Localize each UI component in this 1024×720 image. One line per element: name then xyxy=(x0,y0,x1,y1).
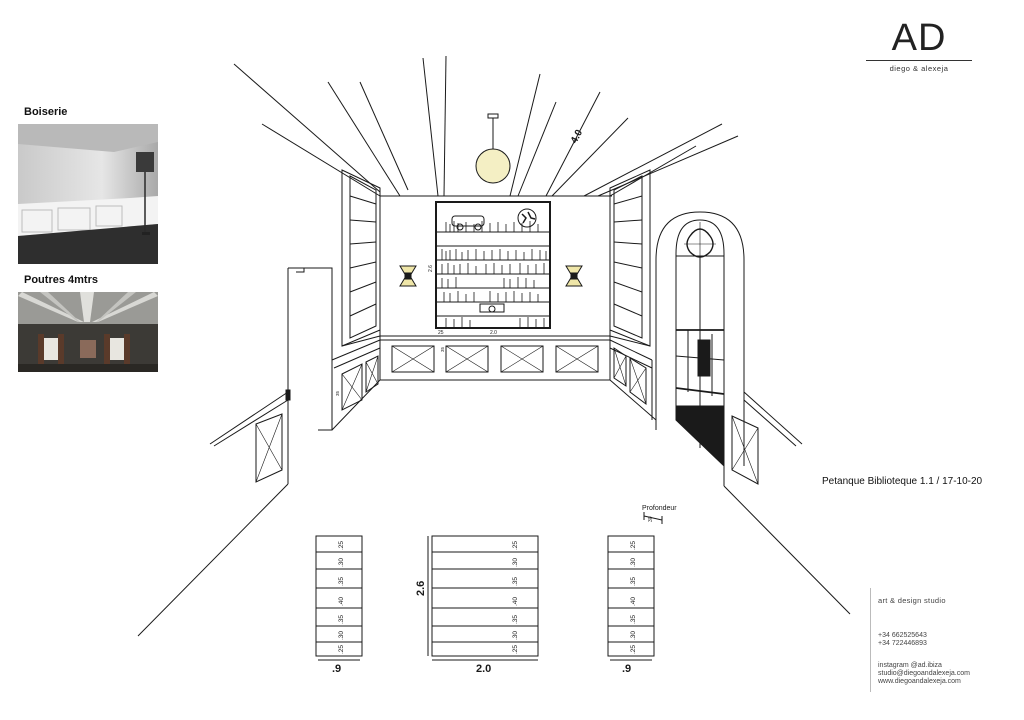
brand-divider xyxy=(866,60,972,61)
svg-text:.30: .30 xyxy=(512,558,519,567)
left-side-bookcase xyxy=(341,169,381,347)
svg-text:.30: .30 xyxy=(512,631,519,640)
svg-text:.25: .25 xyxy=(630,645,637,654)
elevation-center-height: 2.6 xyxy=(415,581,427,596)
studio-tagline: art & design studio xyxy=(878,596,946,605)
reference-photo-poutres xyxy=(18,292,158,372)
right-arched-door xyxy=(655,211,745,468)
depth-value: 30 xyxy=(648,516,654,522)
elevation-center-width: 2.0 xyxy=(476,663,491,675)
elevation-left-width: .9 xyxy=(332,663,341,675)
depth-marker xyxy=(643,512,663,524)
svg-text:.35: .35 xyxy=(512,577,519,586)
right-side-wall xyxy=(723,391,851,615)
svg-text:.30: .30 xyxy=(338,631,345,640)
elevation-left xyxy=(315,535,363,661)
reference-photo-boiserie xyxy=(18,124,158,264)
elevation-center-labels: .25 .30 .35 .40 .35 .30 .25 xyxy=(512,541,519,654)
svg-text:.35: .35 xyxy=(630,577,637,586)
svg-text:.25: .25 xyxy=(512,645,519,654)
svg-text:.25: .25 xyxy=(630,541,637,550)
brand-logo: AD diego & alexeja xyxy=(866,18,972,73)
ceiling-height-dim: 4.0 xyxy=(569,128,585,146)
shelf-height-dim: 2.6 xyxy=(428,265,434,272)
left-wainscot xyxy=(318,339,381,431)
project-caption: Petanque Biblioteque 1.1 / 17-10-20 xyxy=(822,476,983,487)
svg-text:.40: .40 xyxy=(512,597,519,606)
elevation-right xyxy=(607,535,655,661)
back-bookshelf xyxy=(435,201,551,329)
studio-phone-1: +34 662525643 xyxy=(878,632,927,639)
shelf-width-dim: 2.0 xyxy=(490,330,497,336)
brand-subtitle: diego & alexeja xyxy=(889,64,949,73)
elevation-right-labels: .25 .30 .35 .40 .35 .30 .25 xyxy=(630,541,637,654)
pendant-lamp xyxy=(475,113,511,184)
svg-text:.25: .25 xyxy=(338,541,345,550)
left-wainscot-dim: 35 xyxy=(335,390,340,396)
back-wainscot-panels xyxy=(391,345,599,373)
svg-text:.40: .40 xyxy=(338,597,345,606)
left-opening xyxy=(137,267,333,637)
svg-text:.40: .40 xyxy=(630,597,637,606)
svg-text:.30: .30 xyxy=(338,558,345,567)
elevation-left-labels: .25 .30 .35 .40 .35 .30 .25 xyxy=(338,541,345,654)
right-wainscot xyxy=(609,339,657,421)
elevation-right-width: .9 xyxy=(622,663,631,675)
ceiling-beams xyxy=(233,55,739,197)
svg-text:.30: .30 xyxy=(630,558,637,567)
svg-text:.35: .35 xyxy=(338,615,345,624)
svg-text:.35: .35 xyxy=(338,577,345,586)
reference-label-poutres: Poutres 4mtrs xyxy=(24,274,98,286)
reference-label-boiserie: Boiserie xyxy=(24,106,68,118)
studio-instagram: instagram @ad.ibiza xyxy=(878,662,942,669)
svg-text:.30: .30 xyxy=(630,631,637,640)
studio-website: www.diegoandalexeja.com xyxy=(878,678,961,685)
right-side-bookcase xyxy=(609,169,651,347)
svg-text:.25: .25 xyxy=(512,541,519,550)
depth-label: Profondeur xyxy=(642,505,677,512)
wall-sconce-left xyxy=(399,265,417,287)
svg-text:.25: .25 xyxy=(338,645,345,654)
svg-text:.35: .35 xyxy=(630,615,637,624)
brand-mark: AD xyxy=(891,17,947,59)
elevation-center xyxy=(427,535,539,661)
studio-divider xyxy=(870,588,871,692)
shelf-foot-dim: 25 xyxy=(438,330,444,336)
svg-text:.35: .35 xyxy=(512,615,519,624)
studio-email: studio@diegoandalexeja.com xyxy=(878,670,970,677)
wall-sconce-right xyxy=(565,265,583,287)
studio-phone-2: +34 722446893 xyxy=(878,640,927,647)
wainscot-height-dim: 35 xyxy=(440,346,445,352)
